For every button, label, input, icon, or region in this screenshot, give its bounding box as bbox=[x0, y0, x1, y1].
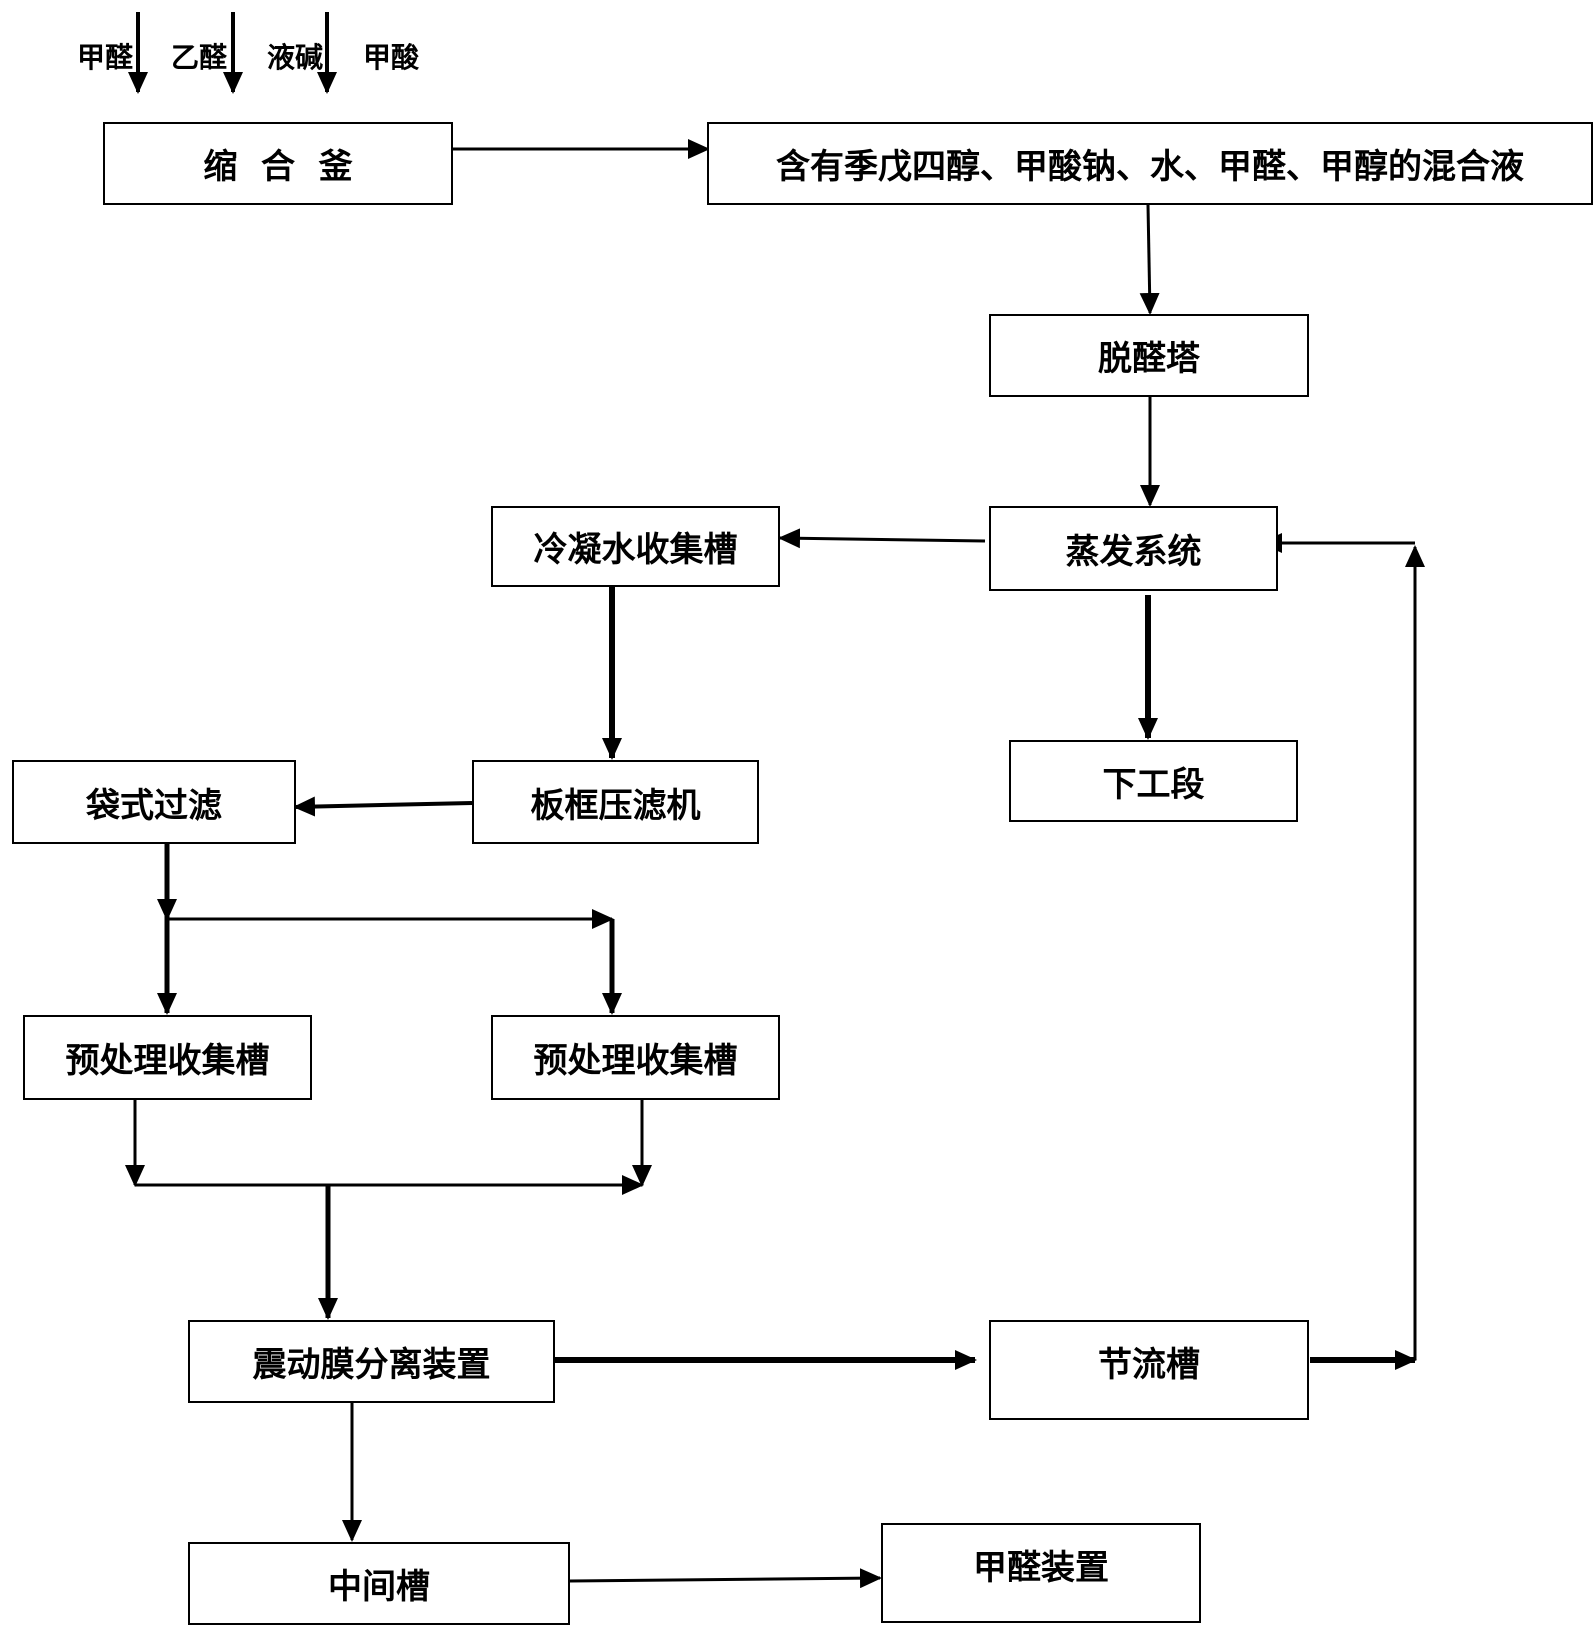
mixture-box: 含有季戊四醇、甲酸钠、水、甲醛、甲醇的混合液 bbox=[707, 122, 1593, 205]
condensate-tank-label: 冷凝水收集槽 bbox=[533, 530, 738, 570]
formaldehyde-unit-box: 甲醛装置 bbox=[881, 1523, 1201, 1623]
condensate-tank-box: 冷凝水收集槽 bbox=[491, 506, 780, 587]
intermediate-tank-label: 中间槽 bbox=[328, 1567, 430, 1607]
condensation-kettle-box: 缩 合 釜 bbox=[103, 122, 453, 205]
arrow-evaporation-condensate bbox=[778, 528, 986, 549]
pretreat-tank-1-box: 预处理收集槽 bbox=[23, 1015, 312, 1100]
bag-filter-label: 袋式过滤 bbox=[86, 785, 222, 826]
evaporation-system-box: 蒸发系统 bbox=[989, 506, 1278, 591]
pretreat-tank-2-label: 预处理收集槽 bbox=[533, 1041, 738, 1081]
arrow-plateframe-bag bbox=[293, 796, 473, 817]
next-section-label: 下工段 bbox=[1102, 764, 1205, 805]
input-label-acetaldehyde: 乙醛 bbox=[171, 41, 228, 74]
evaporation-system-label: 蒸发系统 bbox=[1065, 532, 1202, 572]
formaldehyde-unit-label: 甲醛装置 bbox=[973, 1547, 1109, 1588]
input-label-formaldehyde: 甲醛 bbox=[77, 41, 134, 74]
input-label-caustic: 液碱 bbox=[267, 41, 324, 74]
plate-frame-filter-box: 板框压滤机 bbox=[472, 760, 759, 844]
throttle-tank-box: 节流槽 bbox=[989, 1320, 1309, 1420]
dealdehyde-tower-label: 脱醛塔 bbox=[1098, 339, 1200, 379]
arrow-intermediate-formaldehyde bbox=[569, 1568, 882, 1589]
arrow-mixture-tower bbox=[1139, 204, 1160, 315]
intermediate-tank-box: 中间槽 bbox=[188, 1542, 570, 1625]
membrane-separator-box: 震动膜分离装置 bbox=[188, 1320, 555, 1403]
plate-frame-filter-label: 板框压滤机 bbox=[530, 785, 701, 826]
mixture-label: 含有季戊四醇、甲酸钠、水、甲醛、甲醇的混合液 bbox=[776, 147, 1524, 187]
input-label-formic-acid: 甲酸 bbox=[363, 41, 420, 74]
next-section-box: 下工段 bbox=[1009, 740, 1298, 822]
dealdehyde-tower-box: 脱醛塔 bbox=[989, 314, 1309, 397]
condensation-kettle-label: 缩 合 釜 bbox=[203, 147, 353, 187]
pretreat-tank-1-label: 预处理收集槽 bbox=[65, 1041, 270, 1081]
pretreat-tank-2-box: 预处理收集槽 bbox=[491, 1015, 780, 1100]
throttle-tank-label: 节流槽 bbox=[1098, 1344, 1200, 1385]
bag-filter-box: 袋式过滤 bbox=[12, 760, 296, 844]
membrane-separator-label: 震动膜分离装置 bbox=[252, 1345, 491, 1385]
